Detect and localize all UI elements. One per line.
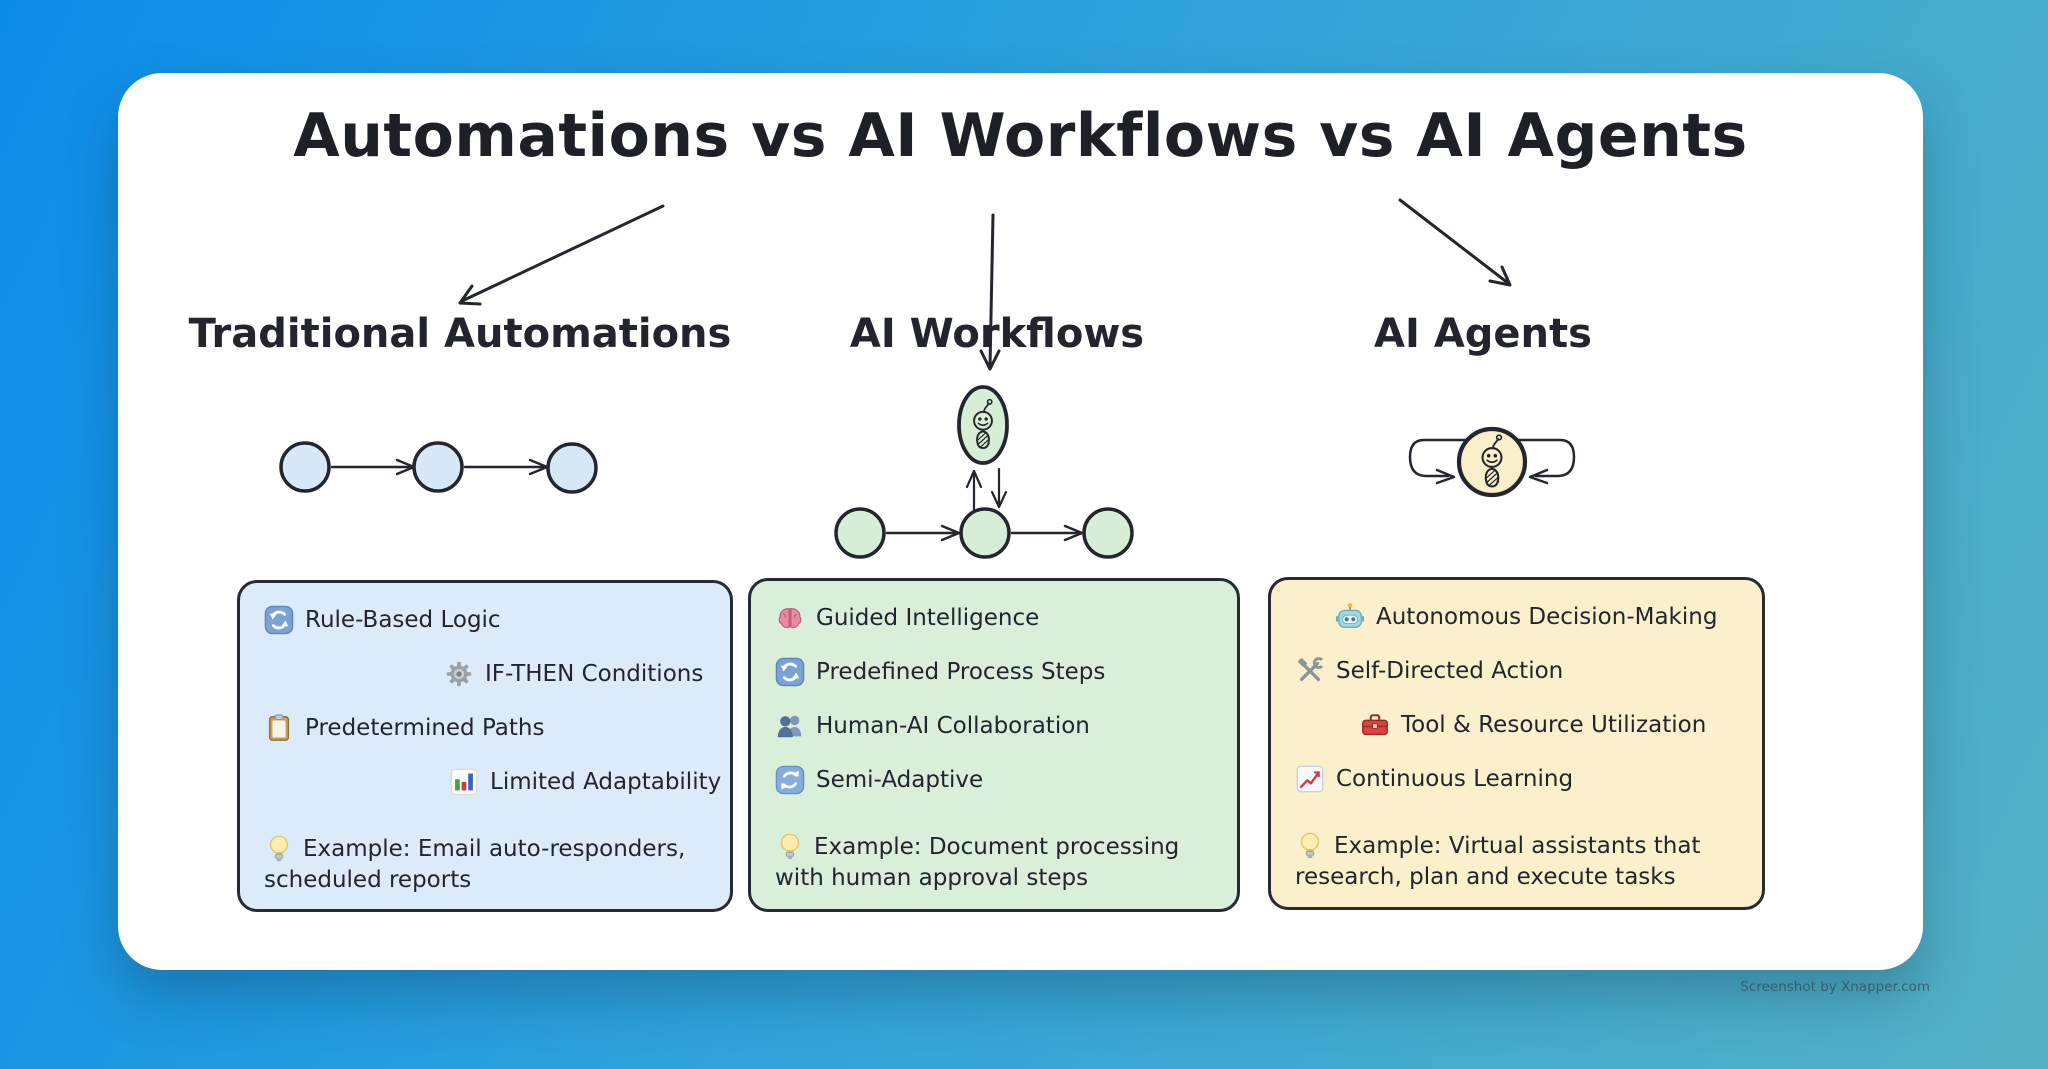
- column-header-ai-workflows: AI Workflows: [849, 311, 1145, 357]
- flow-node: [412, 441, 464, 493]
- feature-label: Semi-Adaptive: [816, 767, 984, 793]
- agent-node: [1456, 426, 1528, 498]
- feature-label: Limited Adaptability: [490, 769, 722, 795]
- feature-item: IF-THEN Conditions: [444, 659, 706, 689]
- feature-label: Tool & Resource Utilization: [1401, 712, 1707, 738]
- feature-label: IF-THEN Conditions: [485, 661, 704, 687]
- brain-icon: [775, 603, 805, 633]
- arrow-to-traditional: [458, 204, 665, 306]
- feature-label: Autonomous Decision-Making: [1376, 604, 1718, 630]
- feedback-arrows: [965, 467, 1008, 512]
- traditional-automations-box: Rule-Based Logic IF-THEN Conditions Pred…: [237, 580, 733, 912]
- light-bulb-icon: [775, 831, 805, 861]
- feature-item: Autonomous Decision-Making: [1335, 602, 1738, 632]
- chart-increasing-icon: [1295, 764, 1325, 794]
- example-label: Example: Email auto-responders, schedule…: [264, 836, 686, 893]
- light-bulb-icon: [1295, 830, 1325, 860]
- sync-icon: [775, 657, 805, 687]
- flow-node: [959, 507, 1011, 559]
- feature-item: Continuous Learning: [1295, 764, 1738, 794]
- feature-item: Predetermined Paths: [264, 713, 706, 743]
- feature-item: Predefined Process Steps: [775, 657, 1213, 687]
- flow-node: [279, 441, 331, 493]
- column-header-ai-agents: AI Agents: [1374, 311, 1592, 357]
- toolbox-icon: [1360, 710, 1390, 740]
- feature-item: Rule-Based Logic: [264, 605, 706, 635]
- robot-icon: [1335, 602, 1365, 632]
- flow-node: [834, 507, 886, 559]
- column-header-traditional-automations: Traditional Automations: [188, 311, 732, 357]
- watermark: Screenshot by Xnapper.com: [1740, 979, 1930, 995]
- ai-node: [957, 385, 1009, 465]
- flow-node: [546, 442, 598, 494]
- feature-item: Human-AI Collaboration: [775, 711, 1213, 741]
- ai-workflows-box: Guided Intelligence Predefined Process S…: [748, 578, 1240, 912]
- loop-arrows: [1408, 438, 1576, 485]
- slide-card: Automations vs AI Workflows vs AI Agents…: [118, 73, 1923, 970]
- feature-item: Guided Intelligence: [775, 603, 1213, 633]
- gear-icon: [444, 659, 474, 689]
- feature-label: Predetermined Paths: [305, 715, 545, 741]
- robot-sketch-icon: [973, 398, 993, 450]
- example-item: Example: Virtual assistants that researc…: [1295, 830, 1738, 893]
- feature-label: Self-Directed Action: [1336, 658, 1564, 684]
- flow-arrows: [330, 458, 549, 476]
- feature-label: Guided Intelligence: [816, 605, 1040, 631]
- ai-agents-box: Autonomous Decision-Making Self-Directed…: [1268, 577, 1765, 910]
- feature-item: Limited Adaptability: [449, 767, 721, 797]
- people-icon: [775, 711, 805, 741]
- feature-item: Semi-Adaptive: [775, 765, 1213, 795]
- clipboard-icon: [264, 713, 294, 743]
- example-label: Example: Document processing with human …: [775, 834, 1180, 891]
- light-bulb-icon: [264, 833, 294, 863]
- sync-icon: [264, 605, 294, 635]
- arrow-to-agents: [1398, 198, 1512, 287]
- flow-node: [1082, 507, 1134, 559]
- feature-item: Self-Directed Action: [1295, 656, 1738, 686]
- clockwise-arrows-icon: [775, 765, 805, 795]
- example-label: Example: Virtual assistants that researc…: [1295, 833, 1701, 890]
- feature-label: Predefined Process Steps: [816, 659, 1106, 685]
- feature-item: Tool & Resource Utilization: [1360, 710, 1738, 740]
- example-item: Example: Document processing with human …: [775, 831, 1213, 894]
- bar-chart-icon: [449, 767, 479, 797]
- example-item: Example: Email auto-responders, schedule…: [264, 833, 706, 896]
- robot-sketch-icon: [1481, 434, 1503, 488]
- page-title: Automations vs AI Workflows vs AI Agents: [293, 101, 1748, 171]
- feature-label: Rule-Based Logic: [305, 607, 501, 633]
- feature-label: Human-AI Collaboration: [816, 713, 1090, 739]
- flow-arrows: [885, 524, 1084, 542]
- feature-label: Continuous Learning: [1336, 766, 1574, 792]
- hammer-wrench-icon: [1295, 656, 1325, 686]
